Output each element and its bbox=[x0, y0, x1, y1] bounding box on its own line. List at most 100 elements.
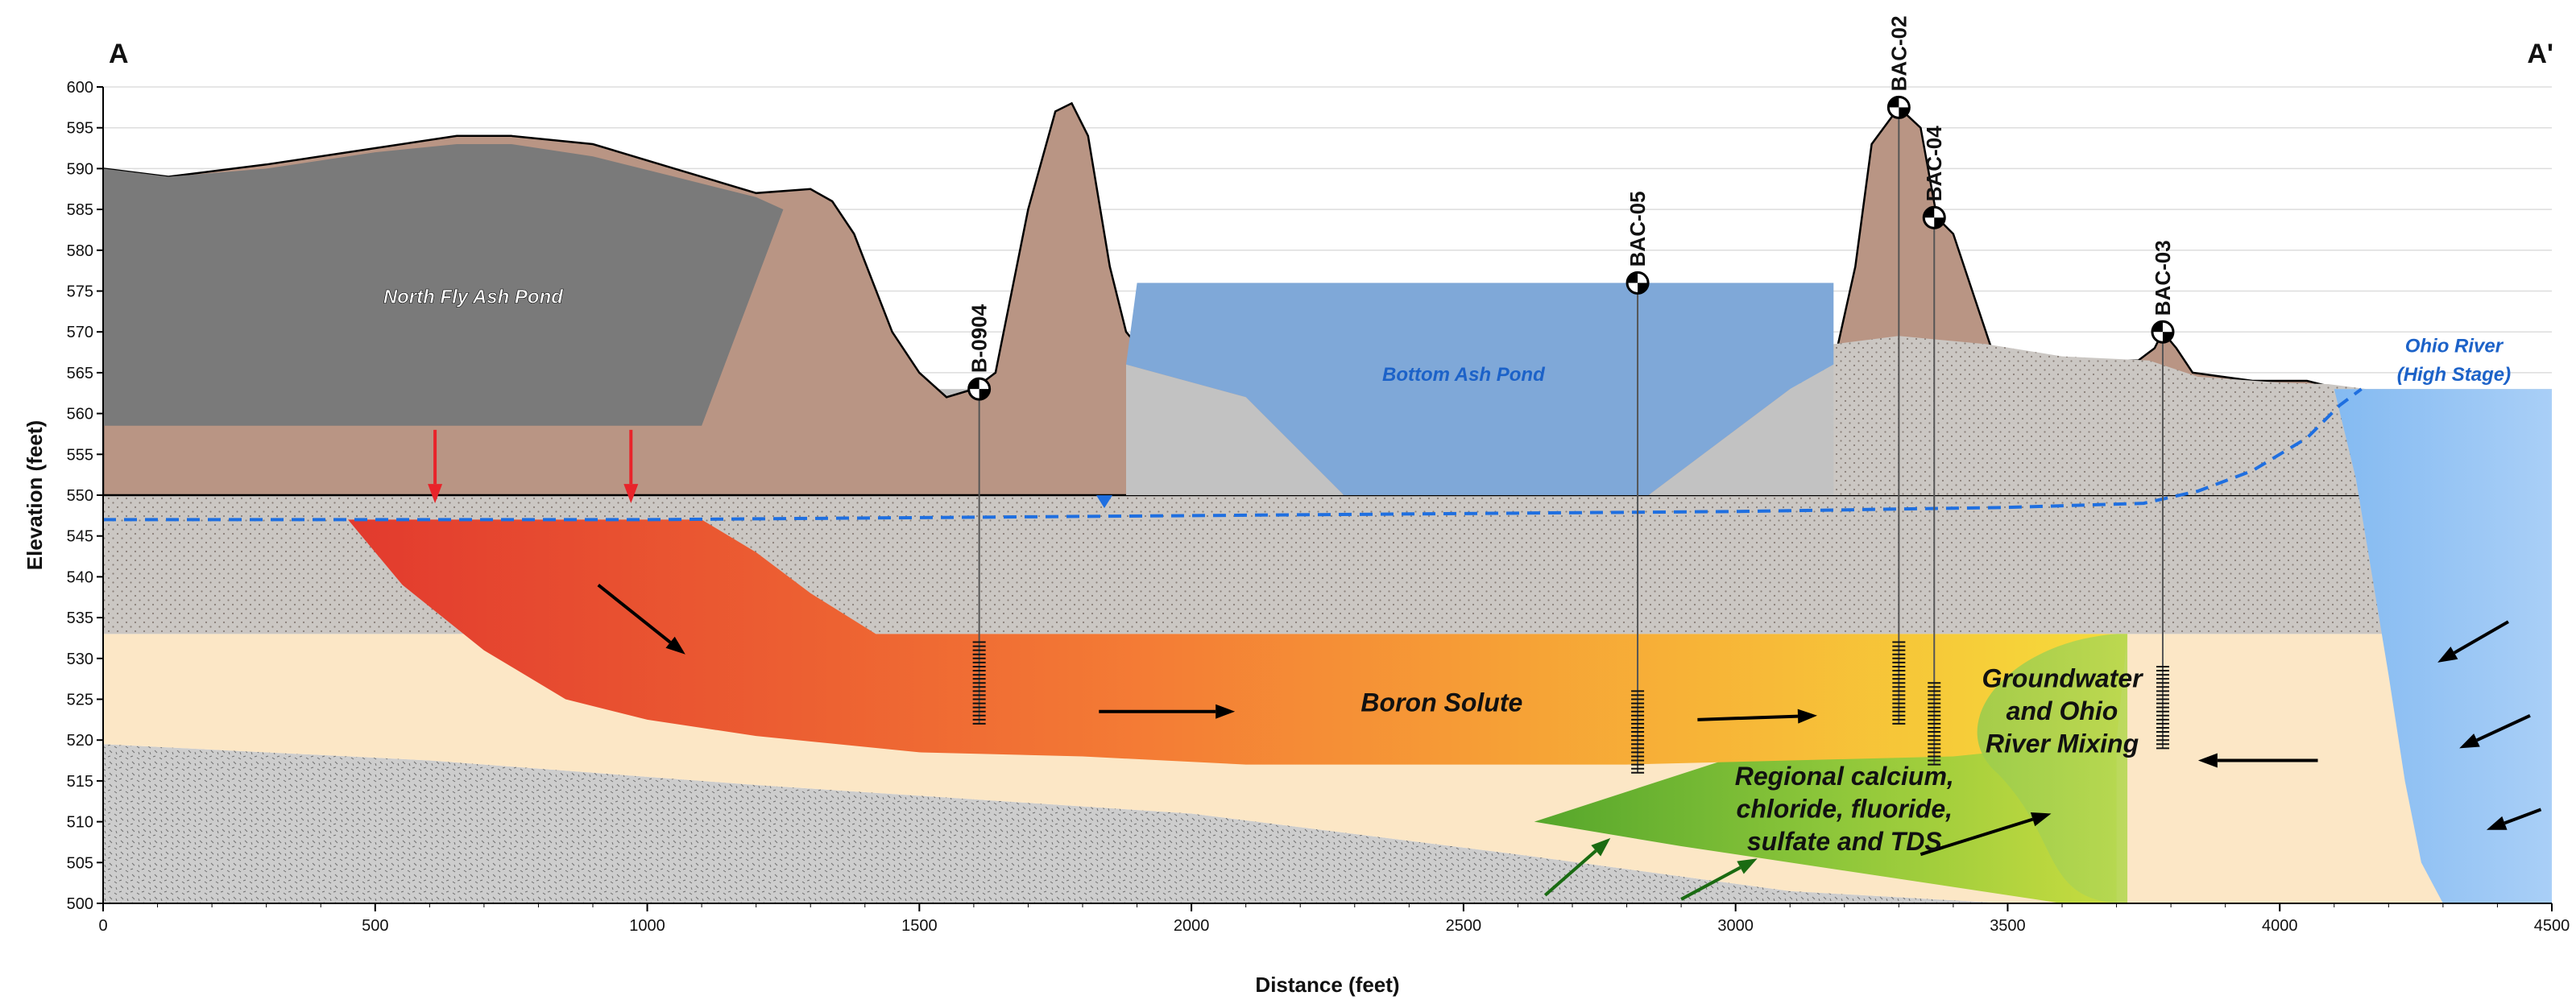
arrow-head bbox=[1797, 709, 1817, 724]
x-tick-label: 1000 bbox=[629, 917, 665, 935]
y-tick-label: 530 bbox=[67, 651, 93, 668]
axes: 5005055105155205255305355405455505555605… bbox=[67, 79, 2570, 935]
flow-arrow bbox=[597, 583, 685, 655]
well-bac-03: BAC-03 bbox=[2151, 240, 2175, 750]
section-start-label: A bbox=[109, 39, 129, 69]
flow-arrow bbox=[2197, 753, 2318, 768]
well-head-fill bbox=[1924, 207, 1935, 218]
bottom-pond-label: Bottom Ash Pond bbox=[1382, 364, 1546, 386]
arrow-head bbox=[665, 636, 685, 655]
north-pond-label: North Fly Ash Pond bbox=[383, 287, 564, 308]
water-table-symbol bbox=[1096, 495, 1113, 509]
river-label: Ohio River bbox=[2405, 336, 2504, 357]
y-tick-label: 575 bbox=[67, 283, 93, 301]
well-head-fill bbox=[2151, 321, 2163, 333]
well-head-fill bbox=[1899, 107, 1910, 118]
well-bac-05: BAC-05 bbox=[1626, 191, 1650, 774]
boron-plume bbox=[348, 519, 2128, 765]
y-tick-label: 505 bbox=[67, 854, 93, 872]
arrow-head bbox=[2459, 733, 2480, 749]
regional-arrow bbox=[1543, 837, 1611, 897]
flow-arrow bbox=[1920, 812, 2052, 857]
mixing-label-1: Groundwater bbox=[1982, 663, 2143, 692]
y-tick-label: 515 bbox=[67, 773, 93, 791]
pond-embankment-right bbox=[1648, 364, 1834, 495]
arrow-head bbox=[1216, 704, 1236, 719]
x-axis-title: Distance (feet) bbox=[1255, 973, 1399, 997]
flow-arrows bbox=[428, 429, 2542, 901]
x-tick-label: 2500 bbox=[1446, 917, 1482, 935]
pond-embankment-left bbox=[1126, 364, 1344, 495]
x-tick-label: 4000 bbox=[2262, 917, 2298, 935]
y-tick-label: 565 bbox=[67, 365, 93, 382]
arrow-shaft bbox=[2453, 620, 2509, 655]
recharge-arrow bbox=[428, 429, 443, 504]
arrow-head bbox=[2486, 816, 2508, 830]
ohio-river bbox=[2334, 389, 2552, 903]
arrow-shaft bbox=[1920, 817, 2034, 857]
river-stage-label: (High Stage) bbox=[2397, 364, 2511, 386]
well-head-fill bbox=[1888, 97, 1899, 108]
well-b-0904: B-0904 bbox=[967, 304, 992, 725]
well-head-fill bbox=[979, 389, 990, 400]
y-tick-label: 535 bbox=[67, 609, 93, 627]
north-fly-ash-pond bbox=[103, 144, 784, 426]
bottom-ash-pond bbox=[1126, 283, 1834, 495]
x-tick-label: 3000 bbox=[1717, 917, 1754, 935]
y-tick-label: 540 bbox=[67, 568, 93, 586]
y-tick-label: 510 bbox=[67, 814, 93, 832]
well-head-fill bbox=[968, 378, 979, 390]
arrow-head bbox=[2437, 647, 2458, 663]
boron-label: Boron Solute bbox=[1360, 688, 1522, 717]
y-tick-label: 585 bbox=[67, 201, 93, 219]
well-label: BAC-05 bbox=[1626, 191, 1650, 266]
y-tick-label: 520 bbox=[67, 732, 93, 750]
river-inflow-arrow bbox=[2459, 713, 2531, 749]
well-head-fill bbox=[1638, 283, 1649, 294]
arrow-head bbox=[2030, 812, 2052, 827]
river-inflow-arrow bbox=[2437, 620, 2509, 663]
well-head-fill bbox=[2162, 332, 2173, 343]
arrow-head bbox=[623, 484, 639, 504]
arrow-shaft bbox=[1543, 849, 1597, 897]
recharge-arrow bbox=[623, 429, 639, 504]
mixing-label-2: and Ohio bbox=[2007, 696, 2118, 725]
x-tick-label: 2000 bbox=[1174, 917, 1210, 935]
river-inflow-arrow bbox=[2486, 808, 2542, 830]
arrow-shaft bbox=[1680, 866, 1741, 901]
well-label: BAC-04 bbox=[1922, 126, 1946, 201]
regional-arrow bbox=[1680, 858, 1758, 901]
y-tick-label: 560 bbox=[67, 406, 93, 423]
y-tick-label: 555 bbox=[67, 446, 93, 464]
well-label: BAC-03 bbox=[2151, 240, 2175, 316]
arrow-shaft bbox=[597, 583, 672, 644]
mixing-label-3: River Mixing bbox=[1986, 729, 2139, 758]
well-head-fill bbox=[1627, 272, 1638, 283]
x-tick-label: 4500 bbox=[2534, 917, 2570, 935]
y-tick-label: 590 bbox=[67, 160, 93, 178]
x-tick-label: 3500 bbox=[1990, 917, 2026, 935]
arrow-head bbox=[1591, 837, 1611, 857]
bedrock-layer bbox=[103, 744, 2552, 903]
flow-arrow bbox=[1697, 709, 1817, 724]
y-tick-label: 550 bbox=[67, 487, 93, 505]
y-axis-title: Elevation (feet) bbox=[23, 420, 47, 570]
well-label: B-0904 bbox=[967, 304, 992, 373]
mixing-zone bbox=[1977, 634, 2128, 903]
y-tick-label: 525 bbox=[67, 692, 93, 709]
x-tick-label: 1500 bbox=[901, 917, 938, 935]
regional-plume bbox=[1534, 723, 2117, 903]
x-tick-label: 0 bbox=[98, 917, 107, 935]
well-head-fill bbox=[1934, 217, 1945, 229]
arrow-shaft bbox=[2504, 808, 2542, 825]
arrow-shaft bbox=[1697, 714, 1799, 721]
well-label: BAC-02 bbox=[1886, 15, 1911, 91]
y-tick-label: 595 bbox=[67, 120, 93, 138]
section-end-label: A' bbox=[2527, 39, 2553, 69]
y-tick-label: 570 bbox=[67, 324, 93, 341]
water-table-line bbox=[103, 387, 2363, 522]
arrow-head bbox=[1737, 858, 1758, 874]
regional-label-2: chloride, fluoride, bbox=[1737, 795, 1953, 824]
y-tick-label: 500 bbox=[67, 895, 93, 913]
